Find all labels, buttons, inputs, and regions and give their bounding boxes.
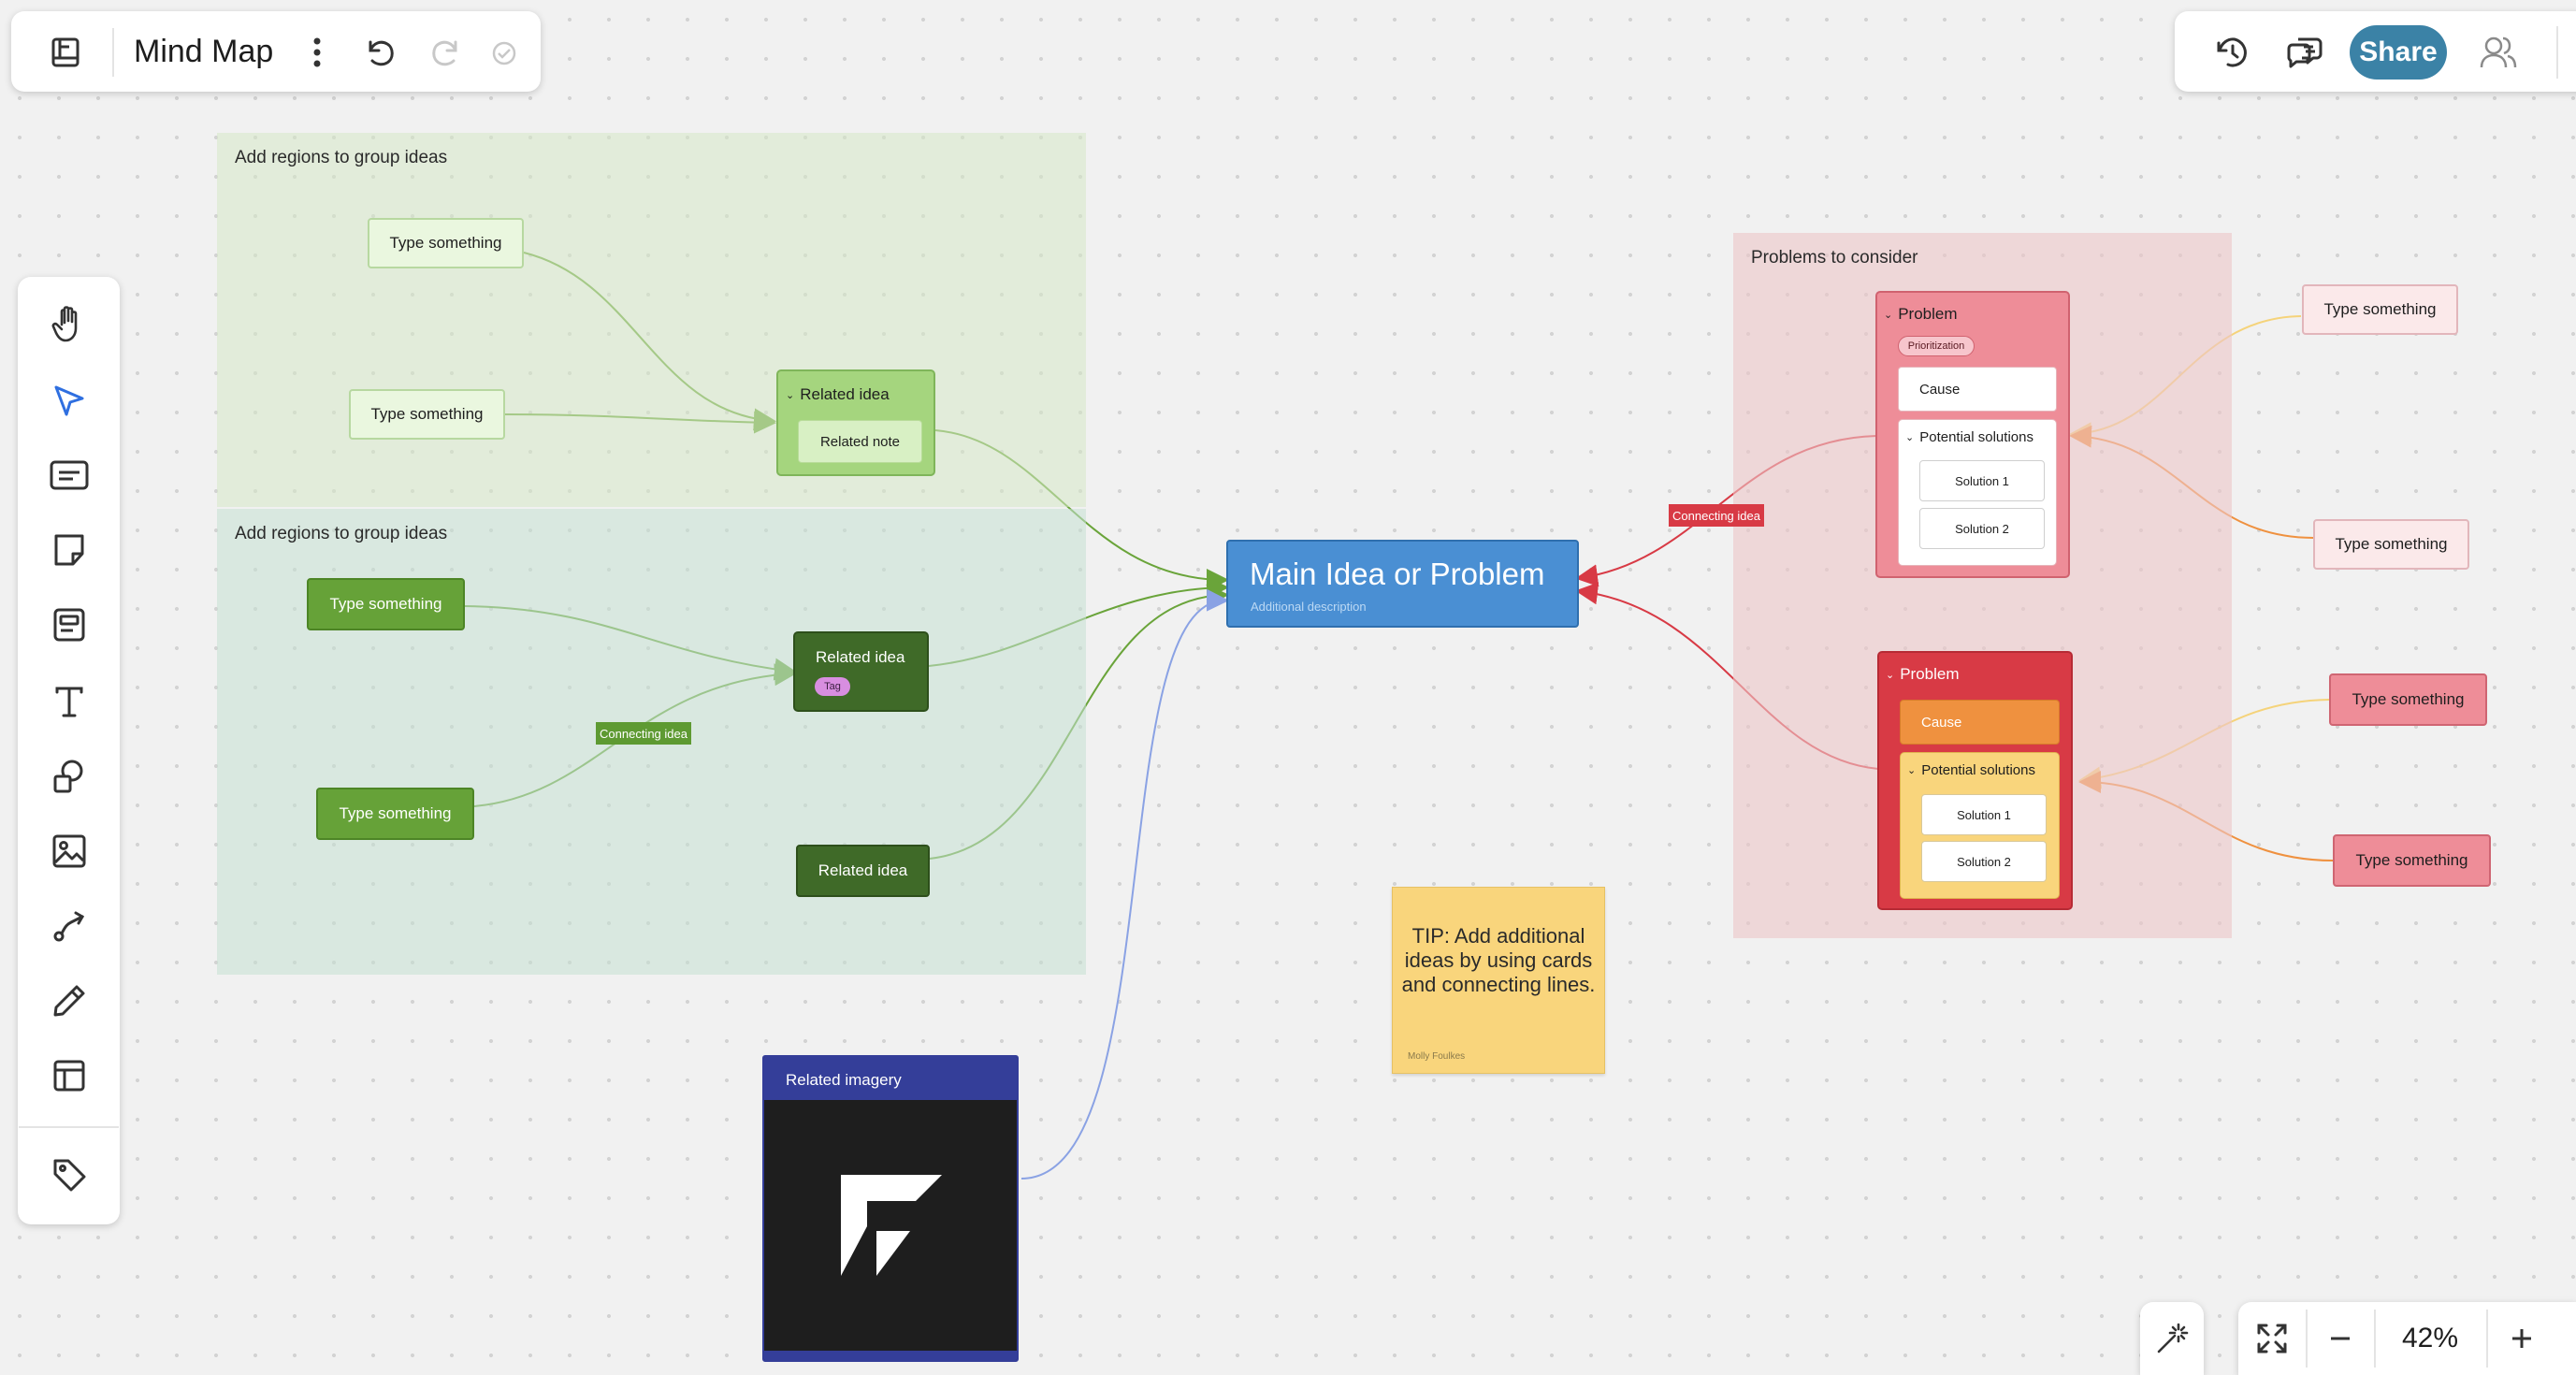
select-tool-icon[interactable] <box>43 374 95 427</box>
connecting-idea-label[interactable]: Connecting idea <box>596 722 691 745</box>
sticky-note-tool-icon[interactable] <box>43 524 95 576</box>
region-group-top[interactable] <box>217 133 1086 507</box>
main-idea-card[interactable] <box>1226 540 1579 628</box>
main-idea-title: Main Idea or Problem <box>1250 557 1545 591</box>
image-tool-icon[interactable] <box>43 825 95 877</box>
card-title: Related idea <box>816 648 905 666</box>
related-imagery-card[interactable] <box>762 1055 1019 1362</box>
toolbar-edge <box>2556 26 2558 79</box>
imagery-footer <box>764 1351 1017 1360</box>
board-title[interactable]: Mind Map <box>134 34 274 69</box>
collaborators-icon[interactable] <box>2474 28 2523 77</box>
tag-tool-icon[interactable] <box>43 1149 95 1201</box>
chevron-down-icon[interactable]: ⌄ <box>1907 765 1917 776</box>
connector-tool-icon[interactable] <box>43 900 95 952</box>
shapes-tool-icon[interactable] <box>43 750 95 803</box>
template-tool-icon[interactable] <box>43 1049 95 1102</box>
idea-card[interactable]: Type something <box>2333 834 2491 887</box>
region-label: Add regions to group ideas <box>235 524 448 543</box>
zoom-divider <box>2374 1310 2376 1368</box>
priority-tag[interactable]: Prioritization <box>1898 336 1975 356</box>
more-vertical-icon[interactable] <box>299 30 335 75</box>
chevron-down-icon[interactable]: ⌄ <box>1886 669 1895 681</box>
cause-label: Cause <box>1921 714 1962 731</box>
zoom-out-icon[interactable] <box>2316 1313 2365 1364</box>
connecting-idea-label[interactable]: Connecting idea <box>1669 504 1764 527</box>
frame-title: ⌄Potential solutions <box>1905 429 2033 445</box>
frame-title: ⌄Potential solutions <box>1907 762 2035 778</box>
idea-card[interactable]: Type something <box>316 788 474 840</box>
frame-tool-icon[interactable] <box>43 599 95 651</box>
tools-panel <box>18 277 120 1224</box>
idea-card[interactable]: Type something <box>307 578 465 630</box>
cause-card[interactable]: Cause <box>1898 367 2057 412</box>
solution-card[interactable]: Solution 1 <box>1921 794 2047 835</box>
tag-badge[interactable]: Tag <box>815 677 850 696</box>
sticky-note[interactable] <box>1392 887 1605 1074</box>
hand-tool-icon[interactable] <box>43 297 95 350</box>
zoom-in-icon[interactable] <box>2497 1313 2546 1364</box>
redo-icon[interactable] <box>422 30 470 75</box>
solution-card[interactable]: Solution 2 <box>1919 508 2045 549</box>
saved-check-icon <box>482 34 527 73</box>
app-logo-icon <box>841 1175 942 1276</box>
pen-tool-icon[interactable] <box>43 975 95 1027</box>
frame-title: ⌄Related idea <box>786 385 890 403</box>
share-button[interactable]: Share <box>2350 25 2447 80</box>
cause-card[interactable]: Cause <box>1900 700 2060 745</box>
imagery-title: Related imagery <box>786 1071 902 1089</box>
zoom-divider <box>2306 1310 2308 1368</box>
frame-title: ⌄Problem <box>1884 305 1958 323</box>
chevron-down-icon[interactable]: ⌄ <box>786 389 795 401</box>
zoom-divider <box>2486 1310 2488 1368</box>
region-label: Add regions to group ideas <box>235 148 448 167</box>
comments-icon[interactable] <box>2280 28 2329 77</box>
board-icon[interactable] <box>41 30 90 75</box>
idea-card[interactable]: Type something <box>349 389 505 440</box>
history-icon[interactable] <box>2207 28 2256 77</box>
related-idea-card[interactable] <box>793 631 929 712</box>
solution-card[interactable]: Solution 1 <box>1919 460 2045 501</box>
solution-card[interactable]: Solution 2 <box>1921 841 2047 882</box>
text-tool-icon[interactable] <box>43 675 95 728</box>
related-note-card[interactable]: Related note <box>798 420 922 463</box>
idea-card[interactable]: Type something <box>2302 284 2458 335</box>
magic-wand-icon[interactable] <box>2149 1313 2194 1364</box>
idea-card[interactable]: Type something <box>2313 519 2469 570</box>
cause-label: Cause <box>1919 381 1961 398</box>
idea-card[interactable]: Type something <box>2329 673 2487 726</box>
idea-card[interactable]: Type something <box>368 218 524 268</box>
undo-icon[interactable] <box>355 30 404 75</box>
zoom-level[interactable]: 42% <box>2401 1323 2459 1353</box>
related-idea-card[interactable]: Related idea <box>796 845 930 897</box>
imagery-header <box>764 1057 1017 1100</box>
sticky-note-author: Molly Foulkes <box>1408 1051 1466 1062</box>
card-tool-icon[interactable] <box>43 449 95 501</box>
toolbar-divider <box>112 28 114 77</box>
chevron-down-icon[interactable]: ⌄ <box>1905 432 1915 443</box>
fit-screen-icon[interactable] <box>2248 1313 2296 1364</box>
tools-divider <box>19 1126 119 1128</box>
sticky-note-text: TIP: Add additional ideas by using cards… <box>1401 924 1596 996</box>
chevron-down-icon[interactable]: ⌄ <box>1884 309 1893 321</box>
main-idea-description: Additional description <box>1251 600 1367 614</box>
frame-title: ⌄Problem <box>1886 665 1960 683</box>
region-label: Problems to consider <box>1751 248 1918 268</box>
